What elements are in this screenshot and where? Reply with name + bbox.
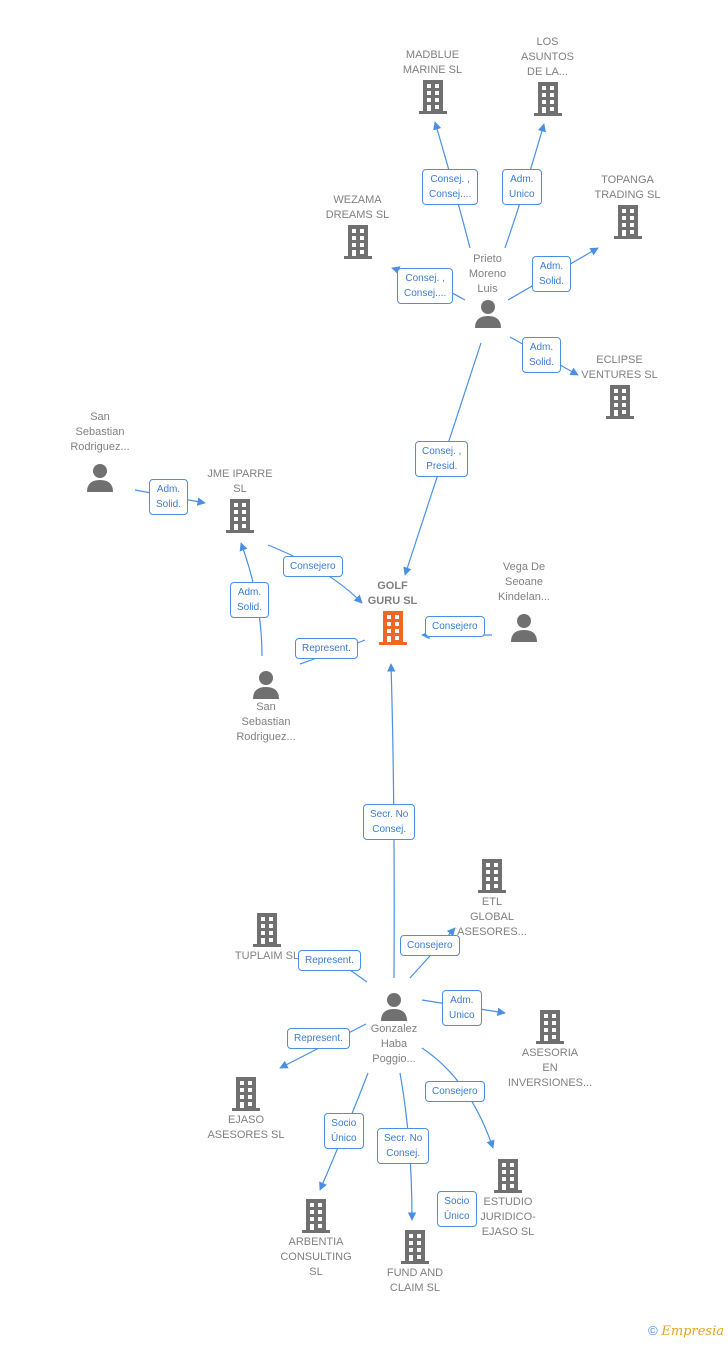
edge-label-prieto-topanga[interactable]: Adm. Solid. xyxy=(532,256,572,292)
node-gonzalez[interactable]: Gonzalez Haba Poggio... xyxy=(356,990,432,1067)
node-label: Vega De Seoane Kindelan... xyxy=(498,561,550,603)
building-icon xyxy=(401,1230,429,1264)
node-etl[interactable]: ETL GLOBAL ASESORES... xyxy=(448,857,536,940)
person-icon xyxy=(511,614,537,642)
building-icon xyxy=(533,82,562,116)
node-tuplaim[interactable]: TUPLAIM SL xyxy=(222,911,312,964)
edge-label-gonzalez-fund[interactable]: Secr. No Consej. xyxy=(377,1128,430,1164)
node-asuntos[interactable]: LOS ASUNTOS DE LA... xyxy=(505,35,590,118)
node-label: FUND AND CLAIM SL xyxy=(386,1267,444,1294)
footer-branding: © Empresia xyxy=(648,1323,724,1339)
edge-label-gonzalez-golf[interactable]: Secr. No Consej. xyxy=(363,804,416,840)
node-golf-guru-main[interactable]: GOLF GURU SL xyxy=(350,579,435,647)
node-label: Gonzalez Haba Poggio... xyxy=(370,1023,418,1065)
node-label: EJASO ASESORES SL xyxy=(207,1114,285,1141)
building-icon xyxy=(302,1199,330,1233)
node-label: MADBLUE MARINE SL xyxy=(402,49,463,76)
node-asesoria[interactable]: ASESORIA EN INVERSIONES... xyxy=(500,1008,600,1091)
person-icon xyxy=(87,464,113,492)
building-icon xyxy=(232,1077,260,1111)
building-icon xyxy=(494,1159,522,1193)
edge-gonzalez-tuplaim xyxy=(349,969,368,983)
edge-label-prieto-wezama[interactable]: Consej. , Consej.... xyxy=(397,268,454,304)
node-label: JME IPARRE SL xyxy=(207,468,273,495)
edge-label-sanseb2-jme[interactable]: Adm. Solid. xyxy=(230,582,270,618)
edge-label-sanseb2-golf[interactable]: Represent. xyxy=(295,638,358,659)
building-icon-highlighted xyxy=(378,611,407,645)
node-label: TUPLAIM SL xyxy=(234,950,300,962)
node-ejaso[interactable]: EJASO ASESORES SL xyxy=(198,1075,294,1143)
node-label: Prieto Moreno Luis xyxy=(468,253,507,295)
node-prieto[interactable]: Prieto Moreno Luis xyxy=(450,252,525,329)
node-label: ESTUDIO JURIDICO- EJASO SL xyxy=(480,1196,536,1238)
node-label: ARBENTIA CONSULTING SL xyxy=(280,1236,352,1278)
edge-label-jme-golf[interactable]: Consejero xyxy=(283,556,343,577)
node-label: TOPANGA TRADING SL xyxy=(594,174,661,201)
node-sanseb1[interactable]: San Sebastian Rodriguez... xyxy=(55,410,145,493)
person-icon xyxy=(381,993,407,1021)
node-label: GOLF GURU SL xyxy=(367,580,418,607)
edge-label-ejaso-estudio[interactable]: Socio Único xyxy=(437,1191,477,1227)
building-icon xyxy=(253,913,281,947)
node-jme[interactable]: JME IPARRE SL xyxy=(195,467,285,535)
building-icon xyxy=(613,205,642,239)
edge-label-sanseb1-jme[interactable]: Adm. Solid. xyxy=(149,479,189,515)
edge-label-gonzalez-etl[interactable]: Consejero xyxy=(400,935,460,956)
node-label: ETL GLOBAL ASESORES... xyxy=(457,896,527,938)
building-icon xyxy=(605,385,634,419)
node-estudio[interactable]: ESTUDIO JURIDICO- EJASO SL xyxy=(468,1157,548,1240)
edge-label-gonzalez-asesoria[interactable]: Adm. Unico xyxy=(442,990,482,1026)
edge-label-gonzalez-tuplaim[interactable]: Represent. xyxy=(298,950,361,971)
building-icon xyxy=(536,1010,564,1044)
building-icon xyxy=(343,225,372,259)
node-label: LOS ASUNTOS DE LA... xyxy=(521,36,574,78)
copyright-icon: © xyxy=(648,1323,658,1338)
node-label: ASESORIA EN INVERSIONES... xyxy=(507,1047,593,1089)
node-madblue[interactable]: MADBLUE MARINE SL xyxy=(385,48,480,116)
node-vega[interactable]: Vega De Seoane Kindelan... xyxy=(480,560,568,643)
node-label: San Sebastian Rodriguez... xyxy=(70,411,130,453)
edge-label-prieto-asuntos[interactable]: Adm. Unico xyxy=(502,169,542,205)
node-eclipse[interactable]: ECLIPSE VENTURES SL xyxy=(572,353,667,421)
edge-label-gonzalez-estudio[interactable]: Consejero xyxy=(425,1081,485,1102)
node-label: ECLIPSE VENTURES SL xyxy=(581,354,658,381)
brand-logo: Empresia xyxy=(661,1324,724,1339)
node-sanseb2[interactable]: San Sebastian Rodriguez... xyxy=(222,668,310,745)
building-icon xyxy=(226,499,254,533)
node-wezama[interactable]: WEZAMA DREAMS SL xyxy=(310,193,405,261)
edge-label-gonzalez-arbentia[interactable]: Socio Único xyxy=(324,1113,364,1149)
node-fund[interactable]: FUND AND CLAIM SL xyxy=(372,1228,458,1296)
person-icon xyxy=(474,300,501,328)
building-icon xyxy=(418,80,447,114)
node-arbentia[interactable]: ARBENTIA CONSULTING SL xyxy=(270,1197,362,1280)
building-icon xyxy=(478,859,506,893)
edge-label-prieto-golf[interactable]: Consej. , Presid. xyxy=(415,441,469,477)
edge-label-gonzalez-ejaso[interactable]: Represent. xyxy=(287,1028,350,1049)
node-label: San Sebastian Rodriguez... xyxy=(236,701,296,743)
edge-label-prieto-eclipse[interactable]: Adm. Solid. xyxy=(522,337,562,373)
node-label: WEZAMA DREAMS SL xyxy=(325,194,390,221)
edge-label-prieto-madblue[interactable]: Consej. , Consej.... xyxy=(422,169,479,205)
node-topanga[interactable]: TOPANGA TRADING SL xyxy=(580,173,675,241)
edge-label-vega-golf[interactable]: Consejero xyxy=(425,616,485,637)
person-icon xyxy=(253,671,279,699)
